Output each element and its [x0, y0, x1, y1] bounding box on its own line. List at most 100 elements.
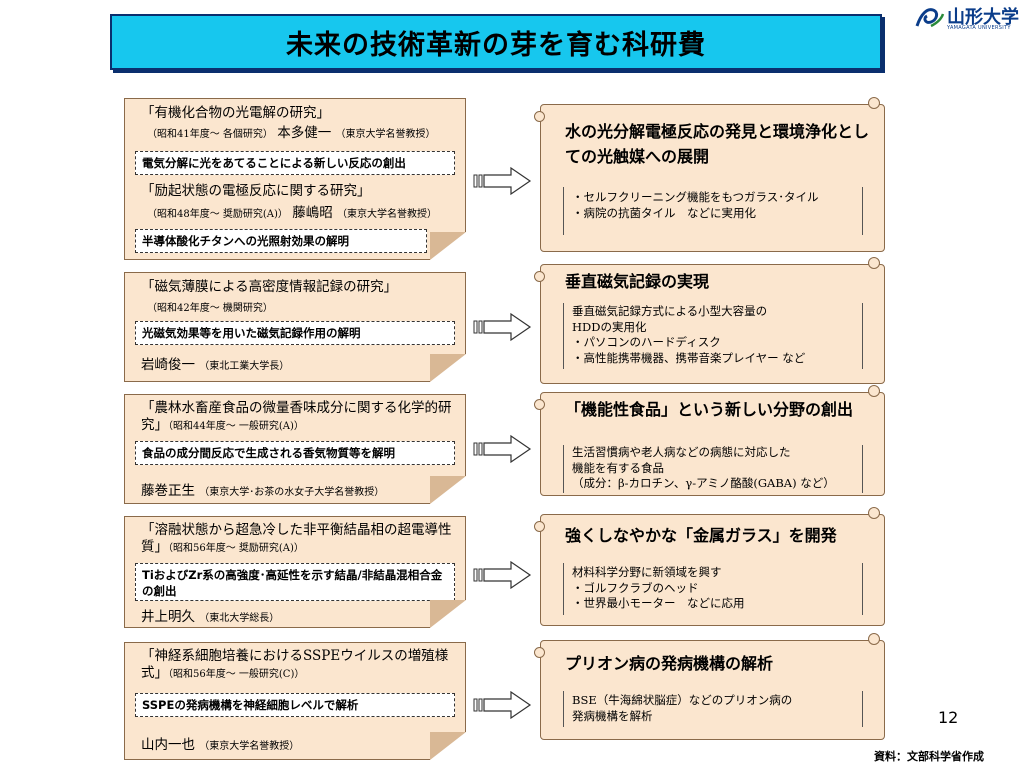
outcome-description: 生活習慣病や老人病などの病態に対応した 機能を有する食品 （成分：β-カロチン、…: [563, 445, 863, 493]
research-period: （昭和41年度～ 各個研究）: [147, 129, 273, 140]
arrow-right-icon: [473, 560, 532, 590]
scroll-curl: [868, 257, 880, 269]
researcher-name: 藤嶋昭: [292, 205, 333, 221]
outcome-heading: 「機能性食品」という新しい分野の創出: [565, 400, 854, 419]
outcome-line: ・パソコンのハードディスク: [572, 335, 721, 349]
research-title: 「磁気薄膜による高密度情報記録の研究」: [141, 279, 398, 295]
outcome-card-1: 水の光分解電極反応の発見と環境浄化としての光触媒への展開 ・セルフクリーニング機…: [534, 97, 885, 252]
logo-mark-icon: [915, 8, 945, 28]
research-title: 「神経系細胞培養におけるSSPEウイルスの増殖様式」（昭和56年度～ 一般研究(…: [141, 648, 456, 683]
research-period: （昭和56年度～ 奨励研究(A)）: [168, 543, 304, 554]
research-meta: （昭和48年度～ 奨励研究(A)） 藤嶋昭 （東京大学名誉教授）: [147, 205, 437, 223]
researcher-name: 本多健一: [277, 125, 332, 141]
research-highlight: TiおよびZr系の高強度･高延性を示す結晶/非結晶混相合金の創出: [135, 563, 455, 601]
outcome-line: ・ゴルフクラブのヘッド: [572, 580, 699, 595]
page-number: 12: [938, 708, 959, 727]
research-period: （昭和48年度～ 奨励研究(A)）: [147, 209, 288, 220]
page-fold: [430, 476, 466, 504]
research-card-3: 「農林水畜産食品の微量香味成分に関する化学的研究」（昭和44年度～ 一般研究(A…: [124, 394, 466, 504]
outcome-card-2: 垂直磁気記録の実現 垂直磁気記録方式による小型大容量の HDDの実用化 ・パソコ…: [534, 257, 885, 384]
research-highlight: 光磁気効果等を用いた磁気記録作用の解明: [135, 321, 455, 345]
researcher-affiliation: （東北工業大学長）: [199, 361, 290, 372]
outcome-card-5: プリオン病の発病機構の解析 BSE（牛海綿状脳症）などのプリオン病の 発病機構を…: [534, 633, 885, 740]
scroll-curl: [868, 97, 880, 109]
outcome-card-4: 強くしなやかな「金属ガラス」を開発 材料科学分野に新領域を興す ・ゴルフクラブの…: [534, 507, 885, 626]
outcome-line: ・セルフクリーニング機能をもつガラス･タイル: [572, 190, 819, 204]
research-highlight: 食品の成分間反応で生成される香気物質等を解明: [135, 441, 455, 465]
researcher-affiliation: （東北大学総長）: [199, 613, 280, 624]
researcher-name: 山内一也: [141, 737, 195, 753]
outcome-description: ・セルフクリーニング機能をもつガラス･タイル ・病院の抗菌タイル などに実用化: [563, 187, 863, 235]
research-title: 「農林水畜産食品の微量香味成分に関する化学的研究」（昭和44年度～ 一般研究(A…: [141, 400, 456, 435]
scroll-curl: [534, 271, 545, 282]
research-highlight: SSPEの発病機構を神経細胞レベルで解析: [135, 693, 455, 717]
page-fold: [430, 232, 466, 260]
research-title: 「励起状態の電極反応に関する研究」: [141, 183, 371, 199]
outcome-description: BSE（牛海綿状脳症）などのプリオン病の 発病機構を解析: [563, 691, 863, 727]
source-note: 資料：文部科学省作成: [874, 750, 984, 763]
outcome-heading: プリオン病の発病機構の解析: [565, 654, 774, 673]
outcome-line: HDDの実用化: [572, 319, 647, 334]
research-title-text: 「溶融状態から超急冷した非平衡結晶相の超電導性質」: [141, 522, 452, 555]
page-fold: [430, 600, 466, 628]
research-period: （昭和44年度～ 一般研究(A)）: [168, 421, 304, 432]
researcher-name: 藤巻正生: [141, 483, 195, 499]
page-fold: [430, 354, 466, 382]
arrow-right-icon: [473, 312, 532, 342]
research-title: 「有機化合物の光電解の研究」: [141, 105, 330, 121]
outcome-description: 材料科学分野に新領域を興す ・ゴルフクラブのヘッド ・世界最小モーター などに応…: [563, 563, 863, 615]
research-card-2: 「磁気薄膜による高密度情報記録の研究」 （昭和42年度～ 機関研究） 光磁気効果…: [124, 272, 466, 382]
scroll-curl: [534, 647, 545, 658]
outcome-description: 垂直磁気記録方式による小型大容量の HDDの実用化 ・パソコンのハードディスク …: [563, 303, 863, 369]
research-meta: （昭和41年度～ 各個研究） 本多健一 （東京大学名誉教授）: [147, 125, 436, 143]
arrow-right-icon: [473, 690, 532, 720]
scroll-curl: [534, 521, 545, 532]
outcome-heading: 水の光分解電極反応の発見と環境浄化としての光触媒への展開: [565, 122, 870, 166]
outcome-heading: 垂直磁気記録の実現: [565, 272, 710, 291]
scroll-curl: [868, 385, 880, 397]
research-meta: 井上明久 （東北大学総長）: [141, 609, 279, 627]
outcome-line: 生活習慣病や老人病などの病態に対応した: [572, 445, 791, 459]
outcome-line: ・高性能携帯機器、携帯音楽プレイヤー など: [572, 350, 806, 365]
research-card-5: 「神経系細胞培養におけるSSPEウイルスの増殖様式」（昭和56年度～ 一般研究(…: [124, 642, 466, 760]
research-highlight: 半導体酸化チタンへの光照射効果の解明: [135, 229, 427, 253]
logo-subname: YAMAGATA UNIVERSITY: [947, 25, 1011, 31]
outcome-line: 垂直磁気記録方式による小型大容量の: [572, 304, 768, 318]
scroll-curl: [868, 633, 880, 645]
research-highlight: 電気分解に光をあてることによる新しい反応の創出: [135, 151, 455, 175]
research-card-1: 「有機化合物の光電解の研究」 （昭和41年度～ 各個研究） 本多健一 （東京大学…: [124, 98, 466, 260]
arrow-right-icon: [473, 434, 532, 464]
page-fold: [430, 732, 466, 760]
researcher-name: 岩崎俊一: [141, 357, 195, 373]
researcher-name: 井上明久: [141, 609, 195, 625]
researcher-affiliation: （東京大学名誉教授）: [199, 741, 300, 752]
research-period: （昭和56年度～ 一般研究(C)）: [168, 669, 305, 680]
scroll-curl: [868, 507, 880, 519]
research-meta: （昭和42年度～ 機関研究）: [147, 299, 273, 317]
page-title: 未来の技術革新の芽を育む科研費: [286, 29, 706, 61]
arrow-right-icon: [473, 166, 532, 196]
research-title-text: 「神経系細胞培養におけるSSPEウイルスの増殖様式」: [141, 648, 449, 681]
researcher-affiliation: （東京大学･お茶の水女子大学名誉教授）: [199, 487, 385, 498]
research-meta: 岩崎俊一 （東北工業大学長）: [141, 357, 289, 375]
title-banner: 未来の技術革新の芽を育む科研費: [110, 14, 882, 70]
scroll-curl: [534, 111, 545, 122]
outcome-line: BSE（牛海綿状脳症）などのプリオン病の: [572, 693, 793, 707]
outcome-line: （成分：β-カロチン、γ-アミノ酪酸(GABA) など）: [572, 476, 835, 490]
research-title-text: 「農林水畜産食品の微量香味成分に関する化学的研究」: [141, 400, 452, 433]
logo-name: 山形大学: [947, 7, 1019, 28]
research-period: （昭和42年度～ 機関研究）: [147, 303, 273, 314]
research-card-4: 「溶融状態から超急冷した非平衡結晶相の超電導性質」（昭和56年度～ 奨励研究(A…: [124, 516, 466, 628]
research-meta: 山内一也 （東京大学名誉教授）: [141, 737, 299, 755]
researcher-affiliation: （東京大学名誉教授）: [335, 129, 436, 140]
outcome-line: 材料科学分野に新領域を興す: [572, 565, 722, 579]
researcher-affiliation: （東京大学名誉教授）: [337, 209, 438, 220]
outcome-line: 発病機構を解析: [572, 708, 653, 723]
university-logo: 山形大学 YAMAGATA UNIVERSITY: [915, 2, 1024, 34]
outcome-heading: 強くしなやかな「金属ガラス」を開発: [565, 526, 837, 545]
outcome-line: ・病院の抗菌タイル などに実用化: [572, 205, 756, 220]
outcome-card-3: 「機能性食品」という新しい分野の創出 生活習慣病や老人病などの病態に対応した 機…: [534, 385, 885, 496]
research-meta: 藤巻正生 （東京大学･お茶の水女子大学名誉教授）: [141, 483, 384, 501]
outcome-line: 機能を有する食品: [572, 460, 664, 475]
scroll-curl: [534, 399, 545, 410]
